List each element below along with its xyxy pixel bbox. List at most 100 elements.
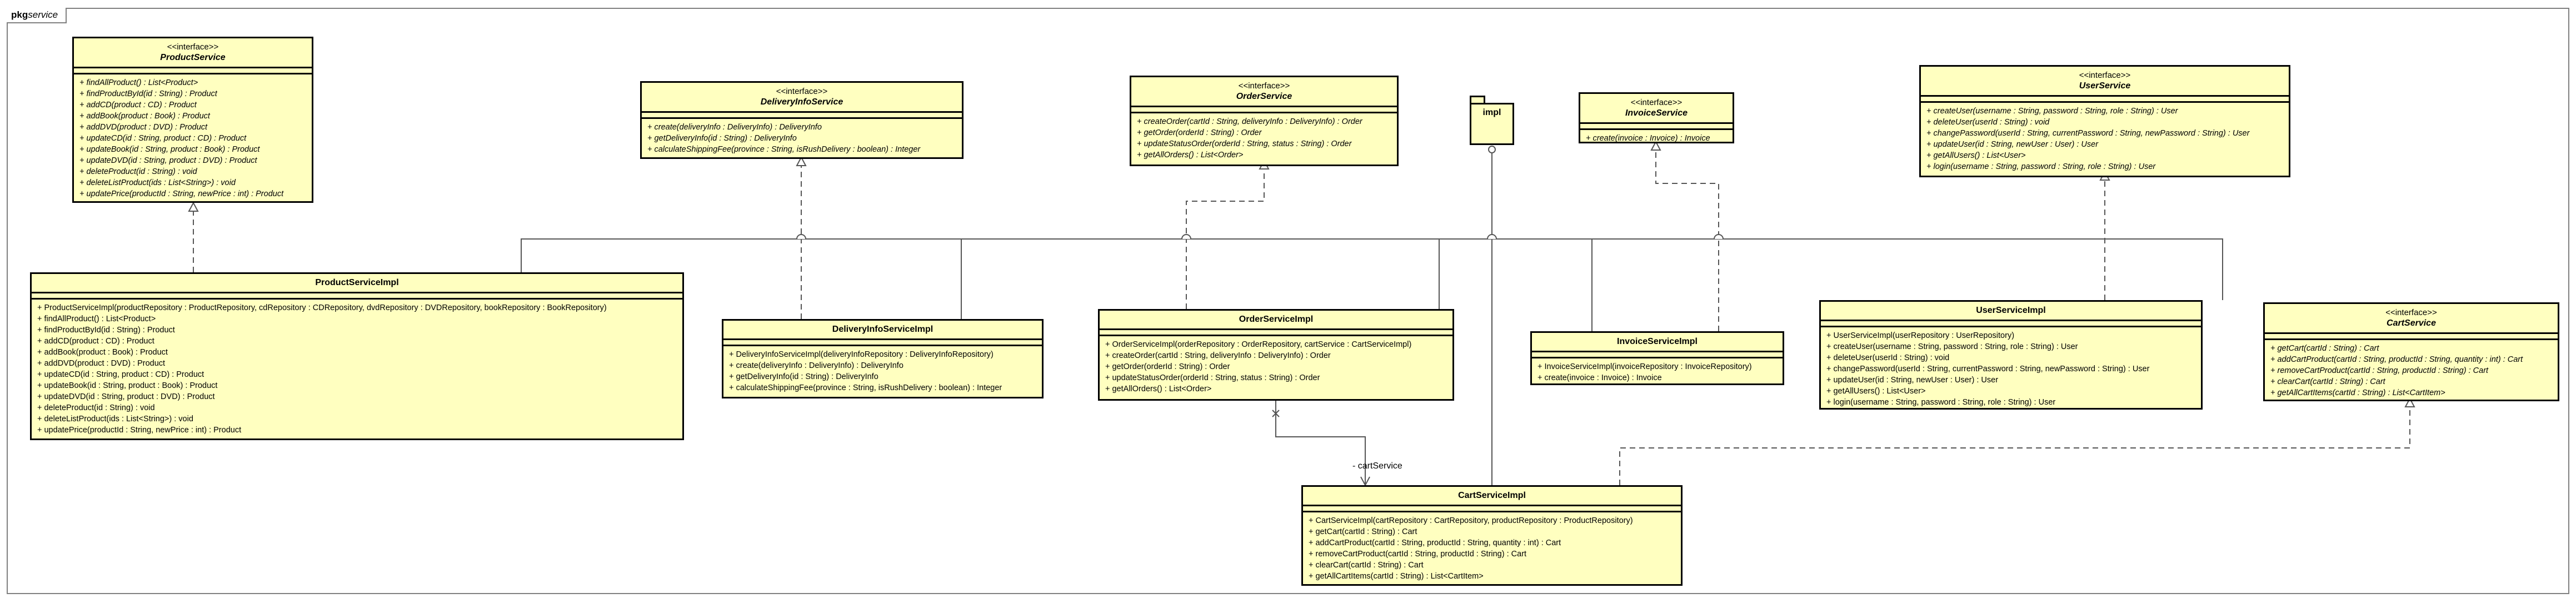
interface-name: OrderService (1236, 92, 1292, 101)
operation: + deleteUser(userId : String) : void (1826, 353, 1950, 362)
operation: + getAllCartItems(cartId : String) : Lis… (1309, 572, 1484, 581)
class-name: ProductServiceImpl (315, 278, 399, 287)
operation: + deleteProduct(id : String) : void (37, 403, 155, 412)
class-name: OrderServiceImpl (1239, 315, 1314, 324)
operation: + ProductServiceImpl(productRepository :… (37, 303, 607, 312)
realization-arrowhead (2404, 397, 2415, 407)
delivery-info-service-impl-class[interactable]: DeliveryInfoServiceImpl + DeliveryInfoSe… (722, 319, 1044, 398)
operation: + createUser(username : String, password… (1926, 107, 2178, 116)
stereotype-label: <<interface>> (2079, 71, 2131, 80)
realization-order (1186, 168, 1265, 309)
operation: + deleteUser(userId : String) : void (1926, 118, 2050, 127)
operation: + UserServiceImpl(userRepository : UserR… (1826, 331, 2015, 340)
operation: + addDVD(product : DVD) : Product (37, 359, 166, 368)
operation: + create(deliveryInfo : DeliveryInfo) : … (729, 361, 903, 370)
product-service-interface[interactable]: <<interface>> ProductService + findAllPr… (72, 37, 313, 203)
realization-cart (1619, 406, 2410, 485)
operation: + addBook(product : Book) : Product (79, 112, 210, 121)
operation: + deleteListProduct(ids : List<String>) … (79, 178, 236, 187)
operation: + getOrder(orderId : String) : Order (1137, 128, 1262, 137)
operation: + updateStatusOrder(orderId : String, st… (1105, 373, 1320, 382)
operation: + addCD(product : CD) : Product (79, 101, 197, 109)
operations-list: + ProductServiceImpl(productRepository :… (32, 300, 682, 438)
user-service-impl-class[interactable]: UserServiceImpl + UserServiceImpl(userRe… (1819, 300, 2203, 410)
operation: + changePassword(userId : String, curren… (1826, 365, 2150, 373)
operation: + getAllOrders() : List<Order> (1105, 385, 1212, 393)
operation: + updateCD(id : String, product : CD) : … (37, 370, 204, 379)
class-name: CartServiceImpl (1458, 491, 1526, 500)
operation: + getCart(cartId : String) : Cart (2270, 344, 2379, 353)
realization-arrowhead (796, 156, 807, 166)
operation: + updateUser(id : String, newUser : User… (1826, 376, 1999, 385)
operation: + findProductById(id : String) : Product (37, 326, 175, 335)
operations-list: + InvoiceServiceImpl(invoiceRepository :… (1532, 358, 1783, 386)
cart-service-interface[interactable]: <<interface>> CartService + getCart(cart… (2263, 302, 2559, 401)
operation: + login(username : String, password : St… (1826, 398, 2056, 407)
product-service-impl-class[interactable]: ProductServiceImpl + ProductServiceImpl(… (30, 272, 684, 440)
operation: + deleteListProduct(ids : List<String>) … (37, 415, 193, 423)
operations-list: + findAllProduct() : List<Product> + fin… (74, 74, 312, 202)
operation: + changePassword(userId : String, curren… (1926, 129, 2250, 138)
operation: + addCartProduct(cartId : String, produc… (2270, 355, 2523, 364)
interface-name: CartService (2387, 318, 2436, 328)
operation: + getCart(cartId : String) : Cart (1309, 527, 1417, 536)
operations-list: + getCart(cartId : String) : Cart + addC… (2265, 340, 2558, 401)
operations-list: + createOrder(cartId : String, deliveryI… (1131, 113, 1397, 163)
operation: + updatePrice(productId : String, newPri… (37, 426, 242, 435)
operation: + deleteProduct(id : String) : void (79, 167, 197, 176)
delivery-info-service-interface[interactable]: <<interface>> DeliveryInfoService + crea… (640, 81, 963, 159)
operation: + create(invoice : Invoice) : Invoice (1586, 134, 1710, 143)
operation: + findAllProduct() : List<Product> (79, 78, 198, 87)
operation: + getAllUsers() : List<User> (1926, 151, 2026, 160)
order-service-impl-class[interactable]: OrderServiceImpl + OrderServiceImpl(orde… (1098, 309, 1454, 401)
realization-arrowhead (188, 201, 199, 212)
operation: + updateUser(id : String, newUser : User… (1926, 140, 2099, 149)
operation: + getOrder(orderId : String) : Order (1105, 362, 1230, 371)
operation: + DeliveryInfoServiceImpl(deliveryInfoRe… (729, 350, 994, 359)
operations-list: + CartServiceImpl(cartRepository : CartR… (1303, 512, 1681, 584)
stereotype-label: <<interface>> (776, 87, 828, 96)
class-name: DeliveryInfoServiceImpl (832, 325, 933, 334)
operation: + InvoiceServiceImpl(invoiceRepository :… (1537, 362, 1752, 371)
operation: + addDVD(product : DVD) : Product (79, 123, 208, 132)
interface-name: InvoiceService (1625, 108, 1688, 118)
stereotype-label: <<interface>> (1630, 98, 1683, 107)
operation: + OrderServiceImpl(orderRepository : Ord… (1105, 340, 1412, 349)
operations-list: + createUser(username : String, password… (1921, 103, 2289, 175)
operation: + getAllCartItems(cartId : String) : Lis… (2270, 388, 2445, 397)
user-service-interface[interactable]: <<interface>> UserService + createUser(u… (1919, 65, 2290, 177)
interface-name: ProductService (160, 53, 226, 62)
operation: + updatePrice(productId : String, newPri… (79, 190, 284, 198)
operation: + updateDVD(id : String, product : DVD) … (37, 392, 215, 401)
realization-invoice (1655, 149, 1719, 331)
operation: + CartServiceImpl(cartRepository : CartR… (1309, 516, 1633, 525)
stereotype-label: <<interface>> (1238, 81, 1290, 91)
operation: + updateDVD(id : String, product : DVD) … (79, 156, 257, 165)
operation: + login(username : String, password : St… (1926, 162, 2156, 171)
operation: + addCartProduct(cartId : String, produc… (1309, 539, 1561, 547)
operations-list: + DeliveryInfoServiceImpl(deliveryInfoRe… (723, 346, 1042, 396)
operation: + create(deliveryInfo : DeliveryInfo) : … (647, 123, 822, 132)
operation: + getAllOrders() : List<Order> (1137, 151, 1244, 160)
operation: + addBook(product : Book) : Product (37, 348, 168, 357)
package-frame (7, 8, 2569, 594)
operation: + findProductById(id : String) : Product (79, 89, 217, 98)
operation: + createUser(username : String, password… (1826, 342, 2078, 351)
stereotype-label: <<interface>> (167, 42, 219, 52)
invoice-service-interface[interactable]: <<interface>> InvoiceService + create(in… (1579, 92, 1734, 143)
operation: + removeCartProduct(cartId : String, pro… (2270, 366, 2489, 375)
invoice-service-impl-class[interactable]: InvoiceServiceImpl + InvoiceServiceImpl(… (1530, 331, 1784, 385)
operation: + updateBook(id : String, product : Book… (79, 145, 260, 154)
operations-list: + OrderServiceImpl(orderRepository : Ord… (1100, 336, 1452, 397)
operation: + clearCart(cartId : String) : Cart (2270, 377, 2385, 386)
operation: + calculateShippingFee(province : String… (729, 383, 1002, 392)
order-service-interface[interactable]: <<interface>> OrderService + createOrder… (1130, 76, 1399, 166)
cart-service-impl-class[interactable]: CartServiceImpl + CartServiceImpl(cartRe… (1301, 485, 1683, 586)
operation: + getDeliveryInfo(id : String) : Deliver… (647, 134, 797, 143)
operation: + removeCartProduct(cartId : String, pro… (1309, 550, 1527, 559)
operation: + getAllUsers() : List<User> (1826, 387, 1926, 396)
operations-list: + UserServiceImpl(userRepository : UserR… (1821, 327, 2201, 410)
operation: + createOrder(cartId : String, deliveryI… (1105, 351, 1331, 360)
realization-arrowhead (1650, 140, 1661, 151)
